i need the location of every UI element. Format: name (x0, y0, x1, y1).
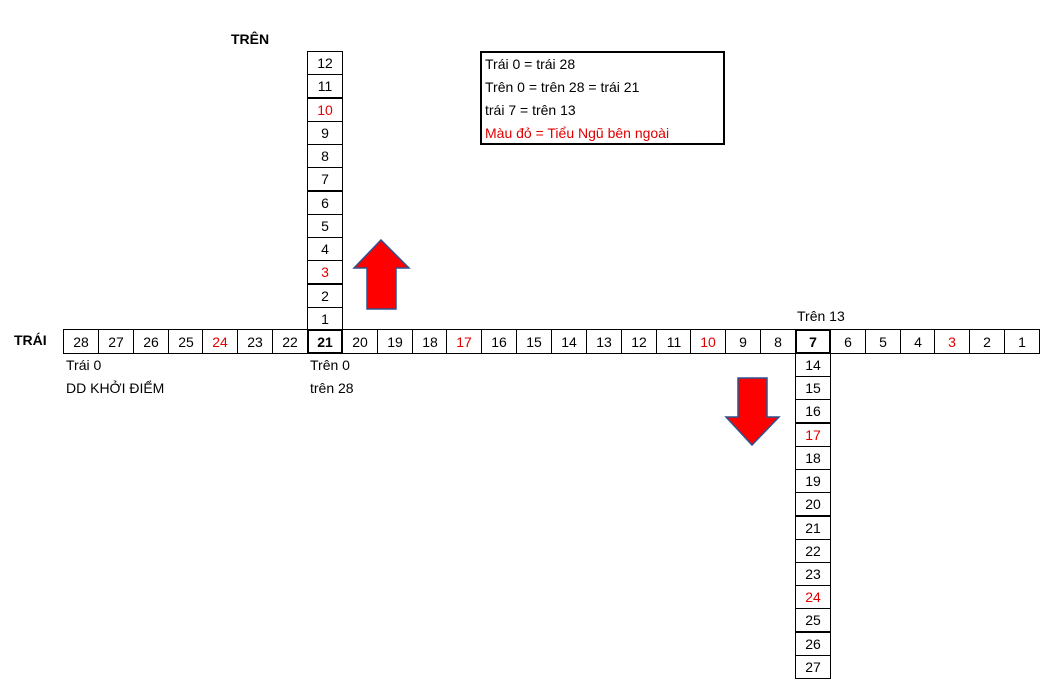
track-cell: 6 (830, 329, 866, 354)
track-cell: 12 (307, 51, 343, 75)
track-cell: 5 (307, 214, 343, 238)
track-cell: 3 (934, 329, 970, 354)
track-cell: 26 (795, 632, 831, 656)
track-cell: 18 (795, 446, 831, 470)
track-cell: 8 (307, 144, 343, 168)
track-cell: 25 (795, 608, 831, 632)
tren28-label: trên 28 (310, 380, 354, 396)
track-cell: 16 (795, 399, 831, 423)
track-cell: 2 (307, 284, 343, 308)
track-cell: 27 (98, 329, 134, 354)
track-cell: 15 (795, 376, 831, 400)
track-cell: 23 (795, 562, 831, 586)
track-cell: 14 (551, 329, 587, 354)
track-cell: 1 (307, 307, 343, 331)
track-cell: 14 (795, 353, 831, 377)
track-cell: 1 (1004, 329, 1040, 354)
track-cell: 11 (656, 329, 692, 354)
tren-heading: TRÊN (231, 31, 270, 47)
track-cell: 7 (795, 329, 831, 354)
track-cell: 7 (307, 167, 343, 191)
track-cell: 9 (307, 121, 343, 145)
track-cell: 8 (760, 329, 796, 354)
track-cell: 22 (272, 329, 308, 354)
track-cell: 23 (237, 329, 273, 354)
track-cell: 24 (202, 329, 238, 354)
track-cell: 27 (795, 655, 831, 679)
start-position-label: DD KHỞI ĐIỂM (66, 380, 165, 396)
track-cell: 2 (969, 329, 1005, 354)
track-cell: 21 (307, 329, 343, 354)
track-cell: 12 (621, 329, 657, 354)
trai-heading: TRÁI (14, 332, 47, 348)
track-cell: 24 (795, 585, 831, 609)
track-cell: 3 (307, 260, 343, 284)
track-cell: 4 (900, 329, 936, 354)
up-arrow-icon (352, 238, 411, 310)
track-cell: 6 (307, 191, 343, 215)
track-cell: 19 (377, 329, 413, 354)
tren13-label: Trên 13 (797, 308, 845, 324)
track-cell: 9 (725, 329, 761, 354)
trai0-label: Trái 0 (66, 357, 102, 373)
track-cell: 5 (865, 329, 901, 354)
track-cell: 4 (307, 237, 343, 261)
down-arrow-icon (724, 377, 781, 447)
track-cell: 13 (586, 329, 622, 354)
track-cell: 17 (446, 329, 482, 354)
legend-line-red: Màu đỏ = Tiểu Ngũ bên ngoài (485, 125, 670, 141)
track-cell: 15 (516, 329, 552, 354)
track-cell: 10 (307, 98, 343, 122)
track-cell: 18 (412, 329, 448, 354)
legend-line: Trái 0 = trái 28 (485, 56, 576, 72)
track-cell: 22 (795, 539, 831, 563)
track-cell: 28 (63, 329, 99, 354)
track-cell: 19 (795, 469, 831, 493)
track-cell: 20 (795, 492, 831, 516)
legend-line: trái 7 = trên 13 (485, 102, 576, 118)
tren0-label: Trên 0 (310, 357, 350, 373)
track-cell: 25 (168, 329, 204, 354)
track-cell: 20 (342, 329, 378, 354)
legend-line: Trên 0 = trên 28 = trái 21 (485, 79, 640, 95)
track-cell: 16 (481, 329, 517, 354)
track-cell: 26 (133, 329, 169, 354)
track-cell: 11 (307, 74, 343, 98)
track-cell: 10 (690, 329, 726, 354)
track-cell: 17 (795, 423, 831, 447)
legend-box: Trái 0 = trái 28 Trên 0 = trên 28 = trái… (480, 51, 725, 145)
track-cell: 21 (795, 516, 831, 540)
